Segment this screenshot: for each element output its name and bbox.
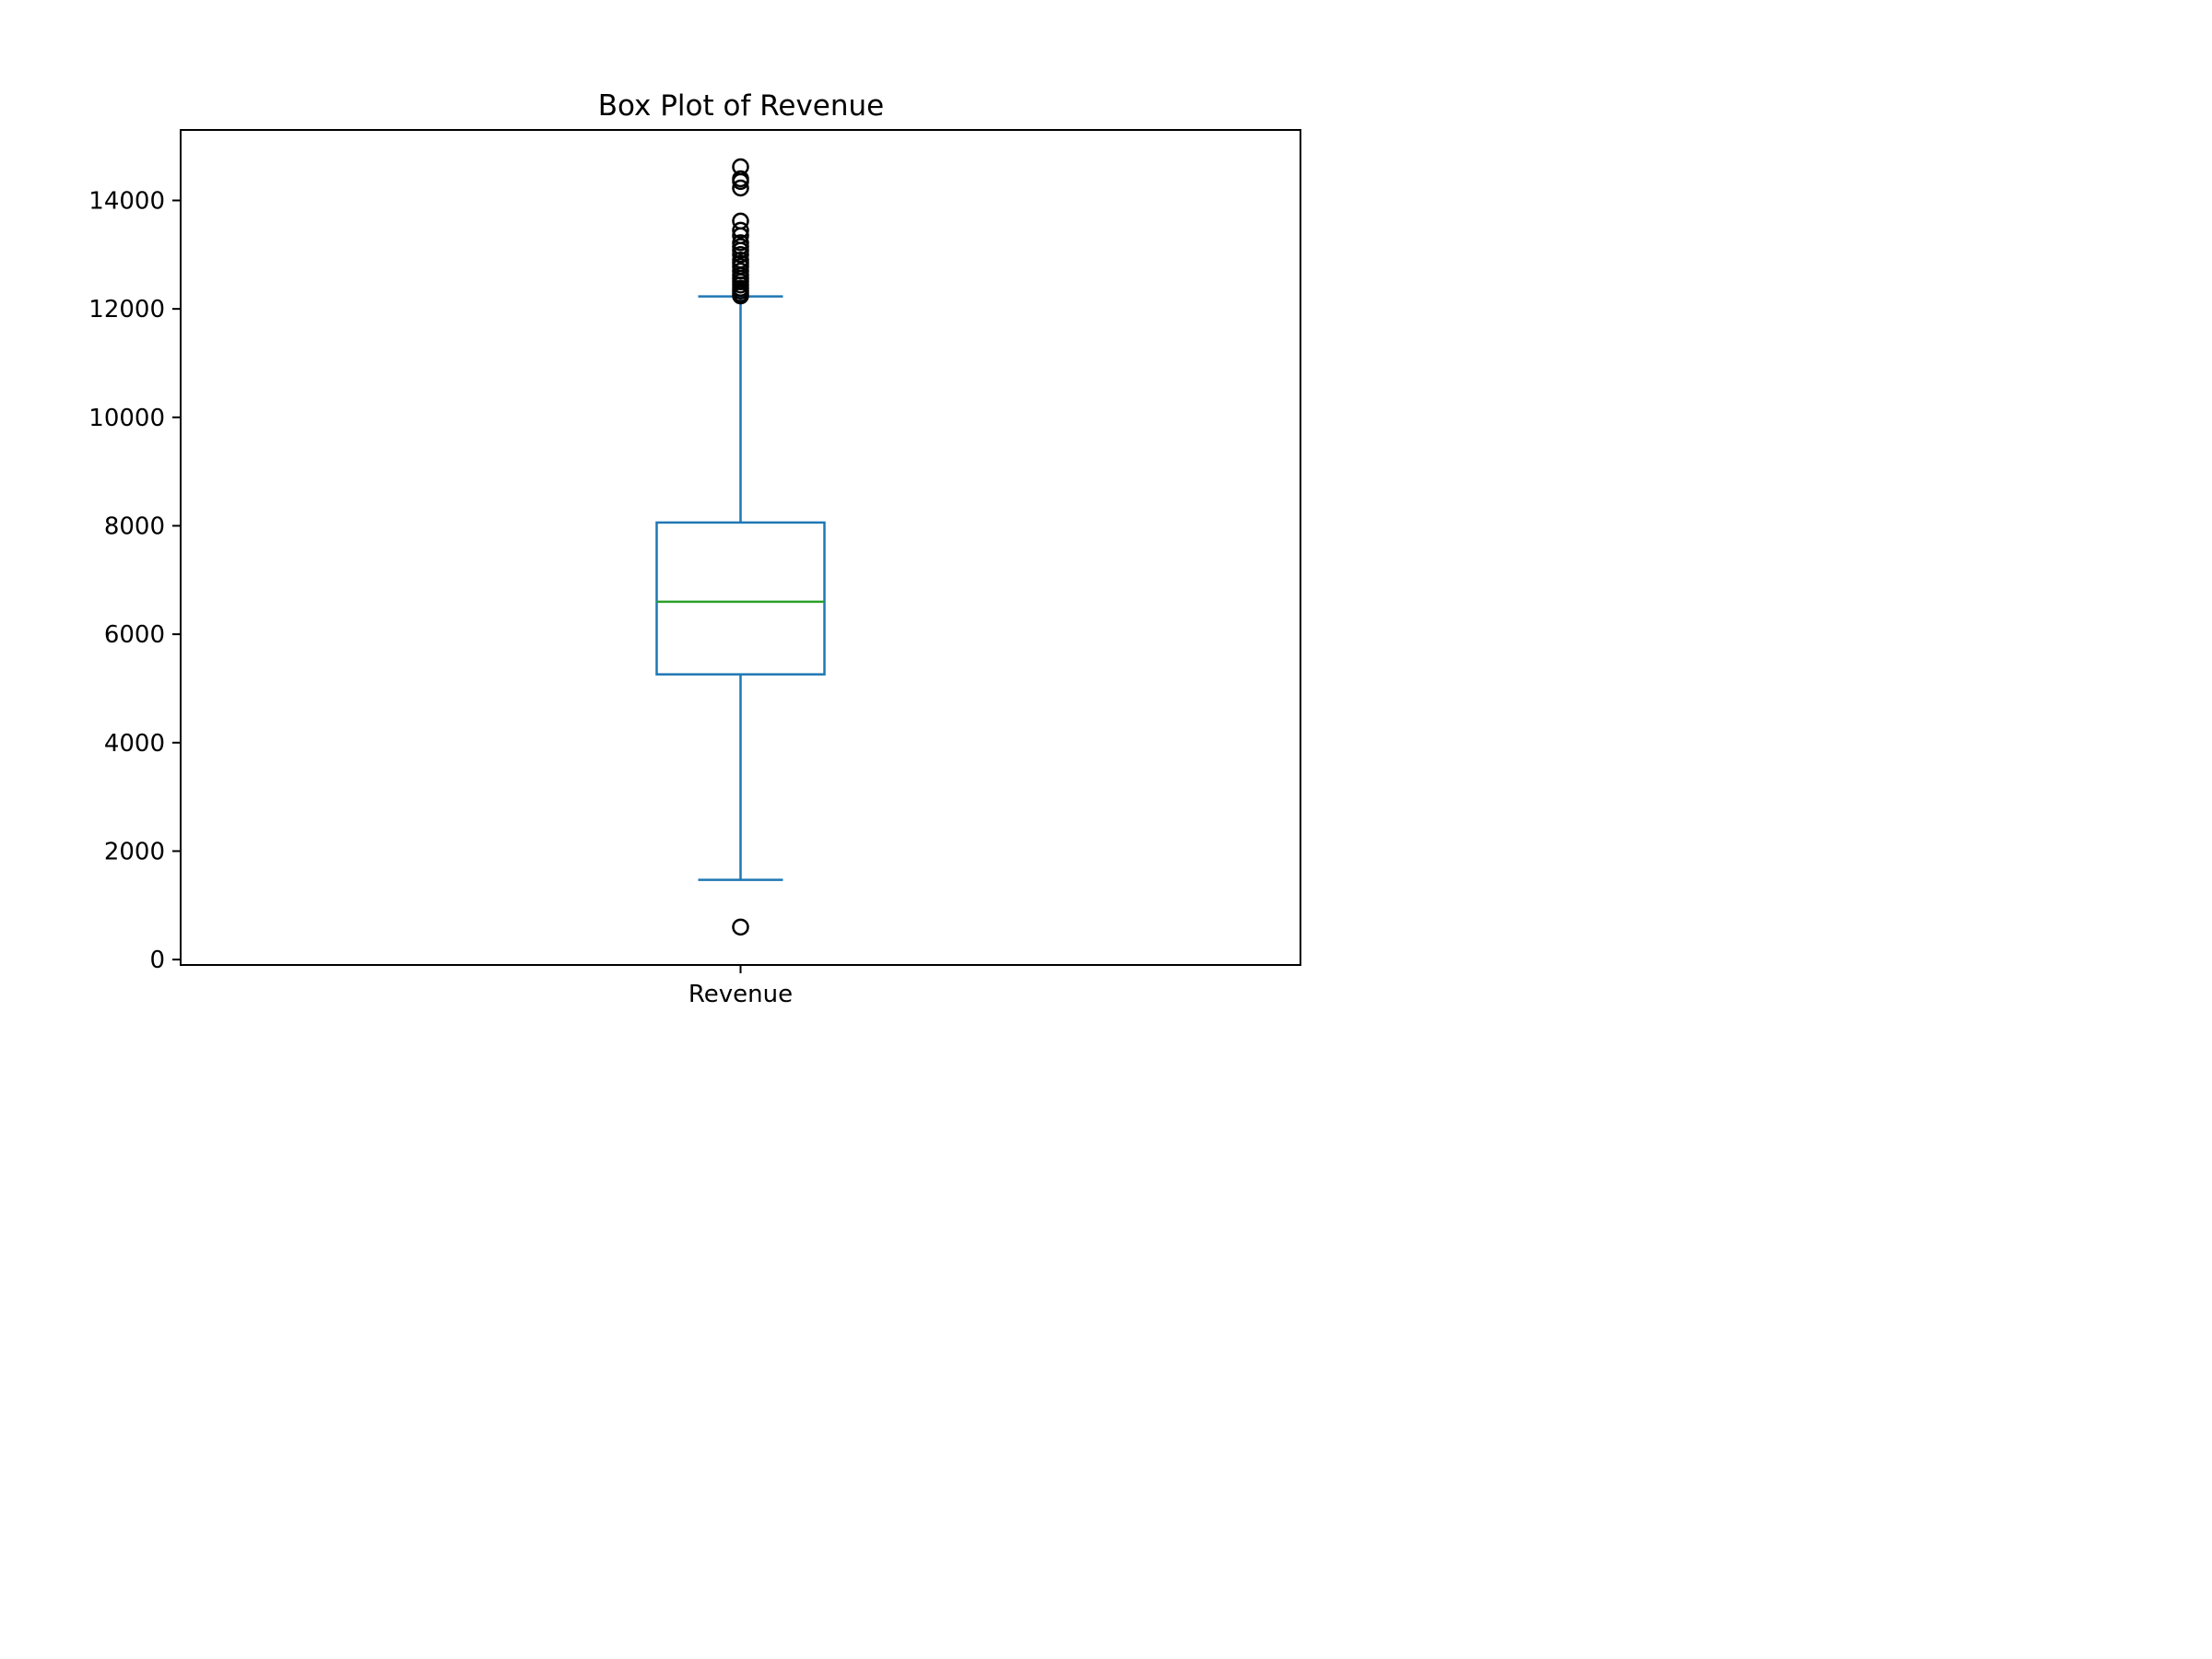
y-tick-label: 8000 (104, 512, 165, 540)
chart-title: Box Plot of Revenue (598, 89, 885, 123)
outlier-point (732, 251, 749, 269)
box-plot-svg: Box Plot of Revenue 0 2000 4000 6000 8000 100… (88, 89, 1301, 1008)
x-tick-label: Revenue (688, 981, 793, 1008)
y-tick-label: 6000 (104, 621, 165, 649)
y-tick-label: 10000 (88, 405, 165, 432)
outlier-point (732, 179, 749, 197)
y-tick-label: 2000 (104, 838, 165, 865)
y-tick-label: 4000 (104, 730, 165, 758)
outlier-point (732, 234, 749, 252)
outlier-point (732, 221, 749, 240)
outlier-point (732, 918, 749, 936)
outlier-point (732, 158, 749, 176)
iqr-box (655, 521, 826, 676)
chart: Box Plot of Revenue 0 2000 4000 6000 8000 100… (0, 0, 1425, 1069)
outlier-point (732, 170, 749, 188)
y-tick-label: 12000 (88, 296, 165, 324)
outlier-point (732, 246, 749, 264)
y-tick-label: 0 (149, 947, 165, 974)
y-tick-label: 14000 (88, 187, 165, 215)
outlier-point (732, 212, 749, 230)
outlier-point (732, 262, 749, 280)
